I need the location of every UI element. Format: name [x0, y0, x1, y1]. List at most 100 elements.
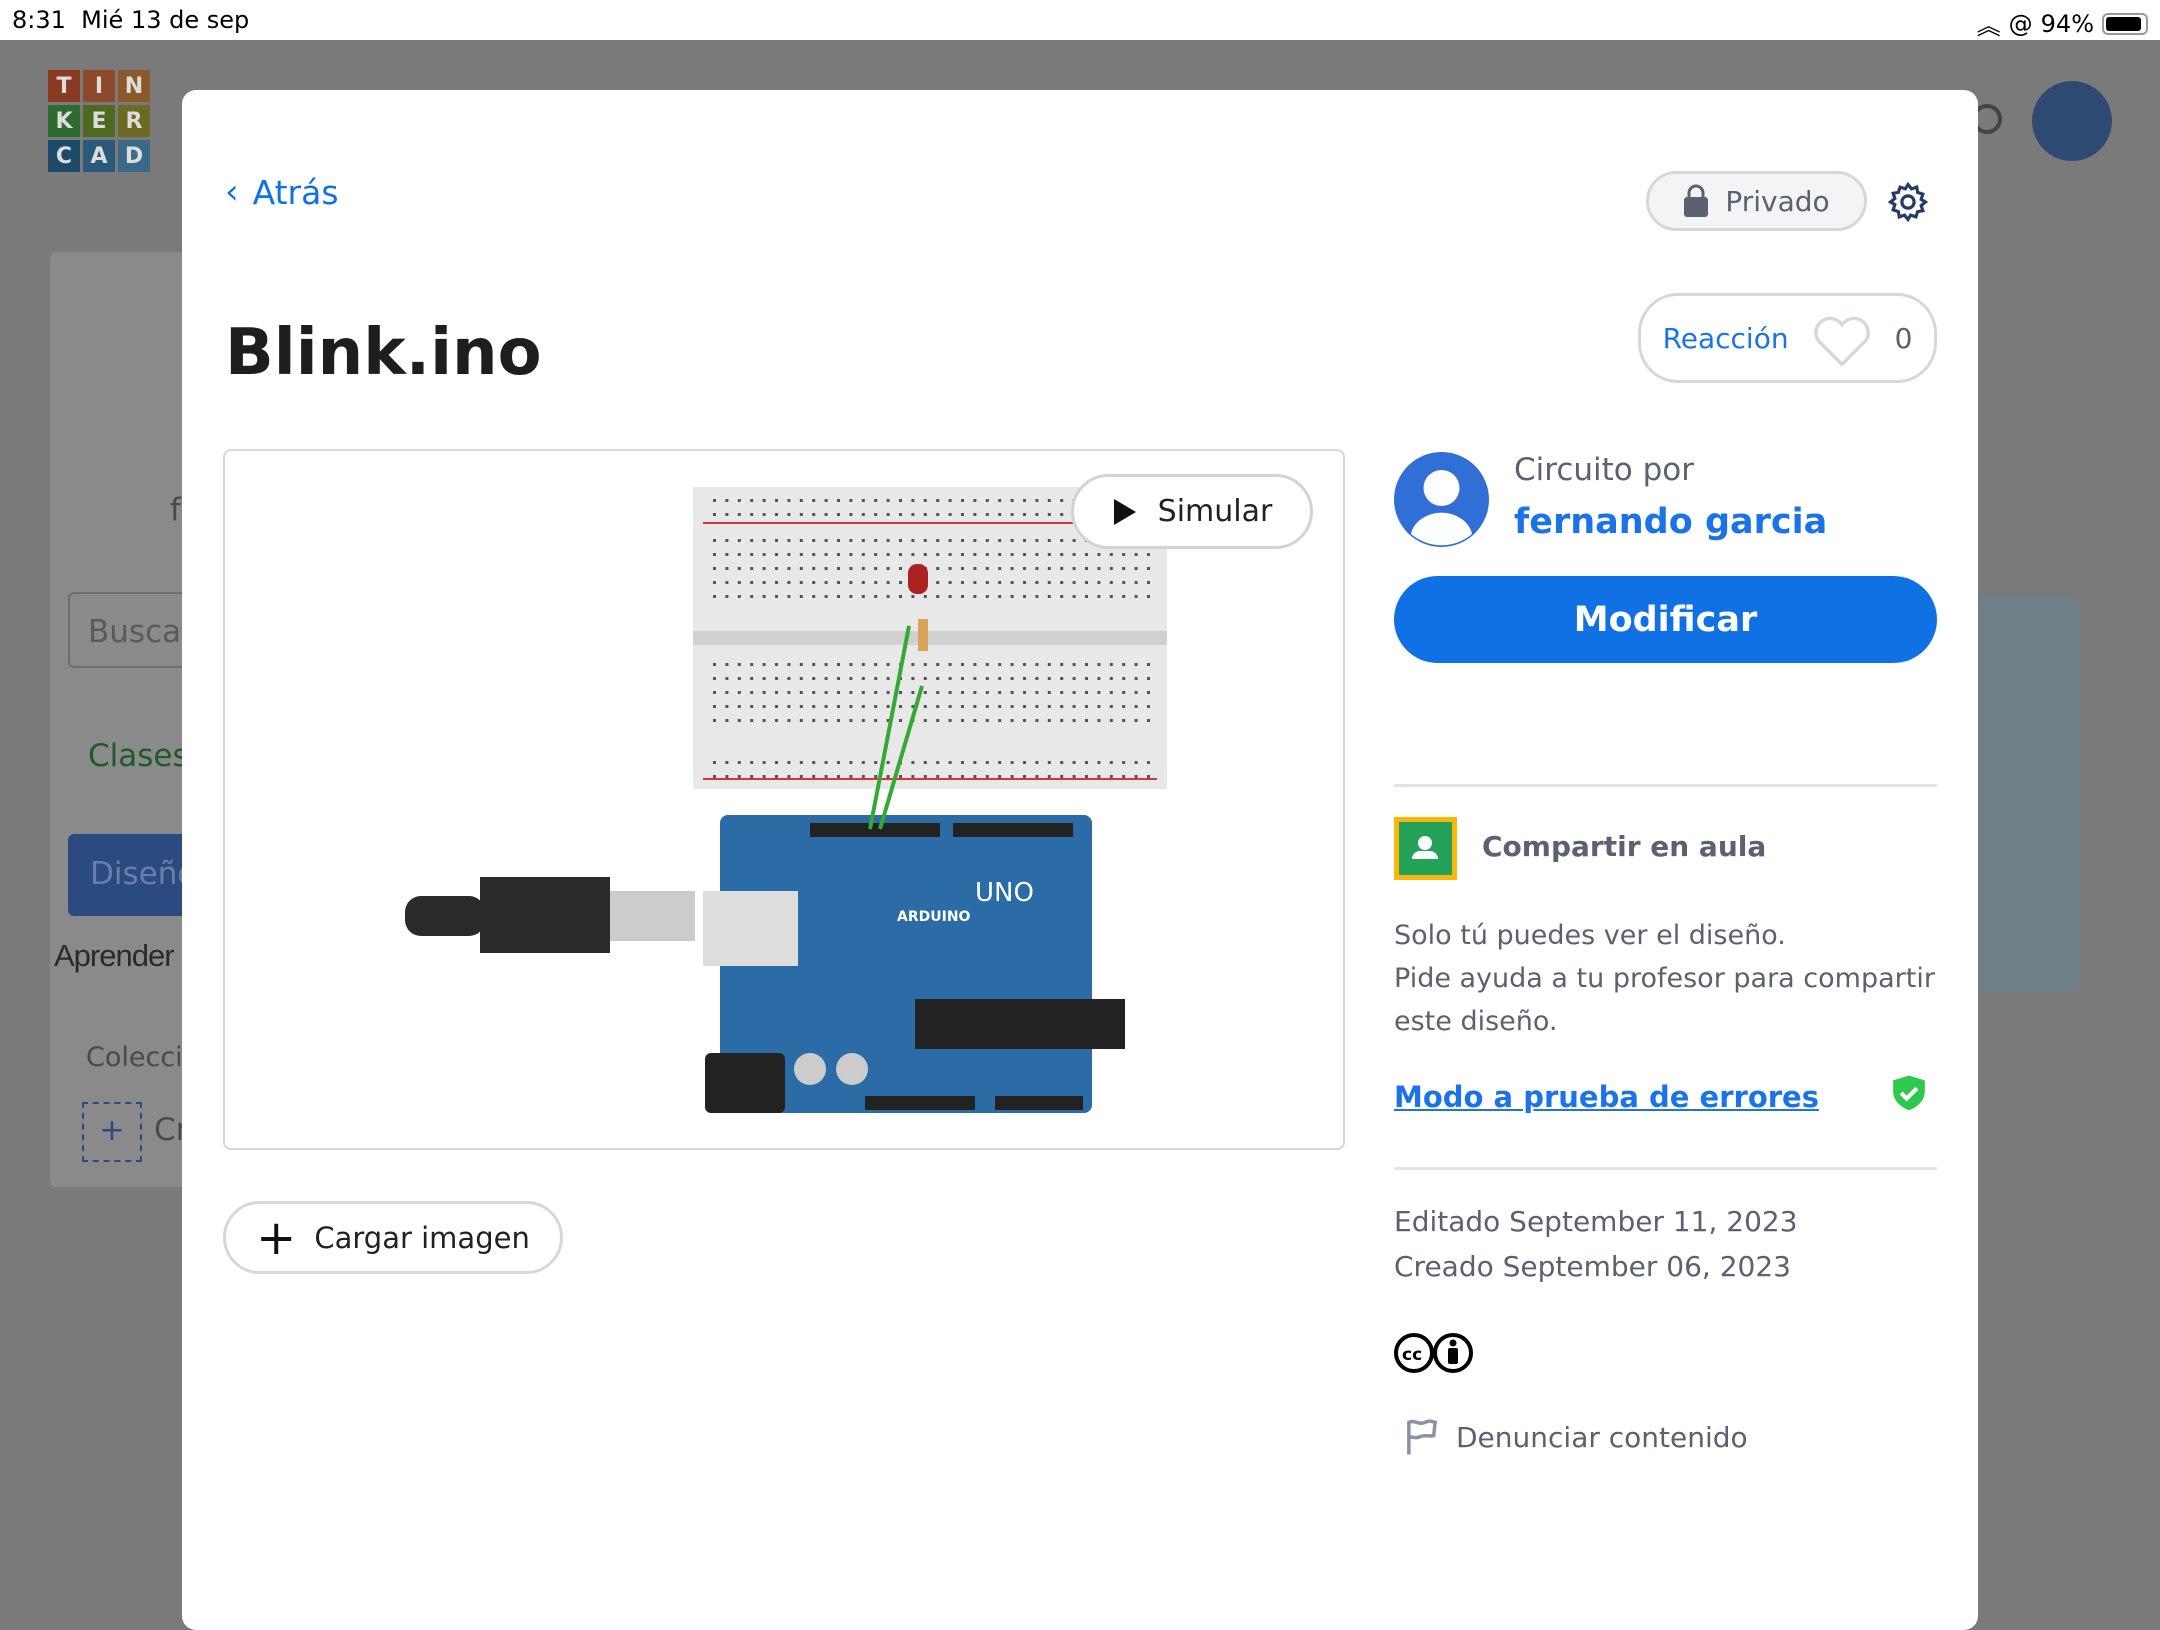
simulate-button[interactable]: Simular: [1071, 474, 1313, 549]
breadboard-hole: [837, 581, 840, 584]
safe-mode-link[interactable]: Modo a prueba de errores: [1394, 1080, 1819, 1114]
back-button[interactable]: ‹Atrás: [225, 172, 339, 212]
design-title: Blink.ino: [225, 316, 542, 390]
gear-icon[interactable]: [1887, 181, 1929, 223]
breadboard-hole: [861, 705, 865, 708]
sidebar-search[interactable]: Buscar: [68, 592, 268, 668]
breadboard-hole: [936, 677, 940, 680]
breadboard-hole: [787, 499, 791, 502]
breadboard-hole: [874, 705, 878, 708]
breadboard-hole: [1010, 581, 1014, 584]
breadboard-hole: [762, 761, 766, 764]
breadboard-hole: [1060, 539, 1064, 542]
breadboard-hole: [1147, 581, 1150, 584]
breadboard-hole: [936, 499, 940, 502]
report-content-button[interactable]: Denunciar contenido: [1404, 1418, 1748, 1456]
breadboard-hole: [1035, 513, 1039, 516]
breadboard-hole: [737, 705, 741, 708]
breadboard-hole: [948, 513, 952, 516]
google-classroom-icon[interactable]: [1394, 817, 1457, 880]
status-bar: 8:31 Mié 13 de sep ︽@94%: [0, 0, 2160, 40]
breadboard-hole: [1134, 775, 1138, 778]
sidebar-learn[interactable]: Aprender: [54, 938, 175, 973]
breadboard-hole: [713, 539, 716, 542]
breadboard-hole: [812, 691, 816, 694]
reaction-button[interactable]: Reacción 0: [1638, 293, 1937, 383]
breadboard-hole: [787, 513, 791, 516]
breadboard-hole: [948, 499, 952, 502]
breadboard-hole: [762, 513, 766, 516]
resistor: [918, 619, 928, 651]
breadboard-hole: [837, 775, 840, 778]
breadboard-hole: [1147, 553, 1150, 556]
plus-icon[interactable]: +: [82, 1102, 142, 1162]
breadboard-hole: [1047, 691, 1051, 694]
breadboard-hole: [1047, 663, 1051, 666]
breadboard-hole: [837, 705, 840, 708]
author-name-link[interactable]: fernando garcia: [1514, 502, 1828, 542]
breadboard-hole: [799, 513, 803, 516]
breadboard-hole: [899, 705, 902, 708]
breadboard-hole: [775, 719, 778, 722]
breadboard-hole: [874, 567, 878, 570]
breadboard-hole: [1010, 513, 1014, 516]
breadboard-hole: [787, 581, 791, 584]
breadboard-hole: [998, 567, 1002, 570]
privacy-button[interactable]: Privado: [1646, 171, 1867, 231]
breadboard-hole: [1010, 595, 1014, 598]
breadboard-hole: [1035, 705, 1039, 708]
breadboard-hole: [1122, 761, 1126, 764]
svg-text:cc: cc: [1402, 1345, 1422, 1365]
breadboard-hole: [923, 553, 927, 556]
breadboard-hole: [1122, 719, 1126, 722]
breadboard-hole: [874, 677, 878, 680]
upload-image-button[interactable]: + Cargar imagen: [223, 1201, 563, 1274]
breadboard-hole: [1097, 595, 1101, 598]
breadboard-hole: [837, 499, 840, 502]
breadboard-hole: [973, 513, 977, 516]
breadboard-hole: [998, 581, 1002, 584]
breadboard-hole: [775, 539, 778, 542]
user-avatar-bg[interactable]: [2032, 81, 2112, 161]
breadboard-hole: [762, 705, 766, 708]
breadboard-hole: [1097, 663, 1101, 666]
breadboard-hole: [799, 691, 803, 694]
breadboard-hole: [1122, 553, 1126, 556]
breadboard-hole: [713, 595, 716, 598]
circuit-preview[interactable]: UNO ARDUINO Simular: [223, 449, 1345, 1150]
design-detail-modal: ‹Atrás Privado Blink.ino Reacción 0 UNO …: [182, 90, 1978, 1630]
breadboard-hole: [936, 761, 940, 764]
breadboard-hole: [948, 691, 952, 694]
breadboard-hole: [725, 539, 729, 542]
divider: [1394, 784, 1937, 787]
breadboard-hole: [998, 663, 1002, 666]
author-avatar[interactable]: [1394, 452, 1489, 547]
breadboard-hole: [948, 567, 952, 570]
breadboard-hole: [1023, 663, 1026, 666]
breadboard-hole: [861, 775, 865, 778]
breadboard-hole: [837, 761, 840, 764]
breadboard-hole: [1072, 553, 1076, 556]
breadboard-hole: [886, 539, 890, 542]
breadboard-hole: [1035, 567, 1039, 570]
modify-button[interactable]: Modificar: [1394, 576, 1937, 663]
breadboard-hole: [1023, 539, 1026, 542]
sidebar-classes[interactable]: Clases: [88, 738, 189, 774]
breadboard-hole: [1134, 705, 1138, 708]
breadboard-hole: [899, 719, 902, 722]
share-classroom-button[interactable]: Compartir en aula: [1482, 830, 1767, 863]
breadboard-hole: [787, 705, 791, 708]
breadboard-hole: [899, 513, 902, 516]
breadboard-hole: [985, 567, 989, 570]
creative-commons-icon[interactable]: cc: [1394, 1332, 1476, 1374]
breadboard-hole: [1047, 581, 1051, 584]
breadboard-hole: [737, 761, 741, 764]
breadboard-hole: [1047, 677, 1051, 680]
breadboard-hole: [899, 499, 902, 502]
breadboard-hole: [1085, 663, 1088, 666]
breadboard-hole: [737, 691, 741, 694]
breadboard-hole: [1085, 705, 1088, 708]
breadboard-hole: [973, 719, 977, 722]
breadboard-hole: [861, 539, 865, 542]
breadboard-hole: [874, 553, 878, 556]
